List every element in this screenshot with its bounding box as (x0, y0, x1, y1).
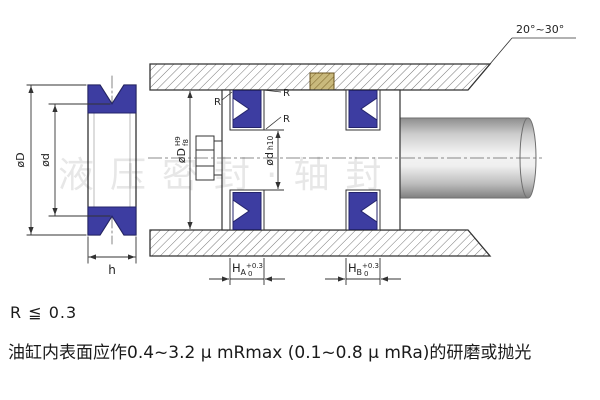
dim-groove-b-label: H B +0.3 0 (348, 261, 379, 278)
seal-top-lips (87, 84, 137, 114)
seal-profile-view: øD ød h (14, 75, 137, 277)
inner-diameter-label: ød (39, 153, 52, 167)
radius-leader-1 (221, 91, 233, 101)
dim-bore-label: øD H9 f8 (174, 136, 190, 163)
radius-leader-2 (262, 89, 282, 93)
svg-text:B: B (357, 268, 363, 277)
svg-text:+0.3: +0.3 (362, 262, 379, 270)
seal-b-bottom-lip-notch (360, 199, 378, 223)
radius-callout-3: R (283, 114, 290, 125)
technical-drawing: øD ød h (14, 23, 576, 285)
surface-finish-note: 油缸内表面应作0.4~3.2 μ mRmax (0.1~0.8 μ mRa)的研… (8, 343, 532, 363)
radius-leader-3 (265, 116, 282, 130)
dim-outer-diameter (26, 84, 87, 236)
dim-height (87, 236, 137, 264)
dim-inner-diameter (48, 103, 111, 217)
drawing-canvas: øD ød h (14, 23, 576, 285)
dim-groove-b-width (325, 258, 401, 285)
dim-groove-a-width (209, 258, 285, 285)
installed-seals (232, 90, 378, 230)
seal-b-top-lip-notch (360, 97, 378, 121)
cylinder-wall-bottom (149, 229, 492, 257)
svg-text:+0.3: +0.3 (246, 262, 263, 270)
svg-text:0: 0 (364, 270, 368, 278)
height-label: h (108, 263, 116, 277)
svg-text:øD: øD (175, 148, 188, 163)
dim-groove-a-label: H A +0.3 0 (232, 261, 263, 278)
svg-text:ød: ød (263, 152, 276, 166)
chamfer-extension-line (467, 37, 513, 91)
svg-text:0: 0 (248, 270, 252, 278)
svg-text:h10: h10 (266, 135, 275, 150)
radius-callout-2: R (283, 88, 290, 99)
seal-a-bottom-lip-notch (232, 199, 250, 223)
seal-bottom-lips (87, 206, 137, 236)
svg-text:H: H (348, 261, 357, 275)
radius-note: R ≦ 0.3 (10, 303, 78, 322)
svg-text:A: A (241, 268, 247, 277)
dim-groove-dia (264, 129, 284, 191)
chamfer-angle-label: 20°~30° (516, 23, 564, 36)
assembly-section-view: øD H9 f8 ød h10 R R R 20°~30° (148, 23, 576, 285)
radius-callout-1: R (214, 97, 221, 108)
outer-diameter-label: øD (14, 152, 27, 167)
guide-ring (309, 72, 335, 91)
svg-text:f8: f8 (182, 139, 190, 146)
svg-text:H9: H9 (174, 136, 182, 146)
dim-groove-dia-label: ød h10 (263, 135, 276, 165)
svg-text:H: H (232, 261, 241, 275)
seal-a-top-lip-notch (232, 97, 250, 121)
